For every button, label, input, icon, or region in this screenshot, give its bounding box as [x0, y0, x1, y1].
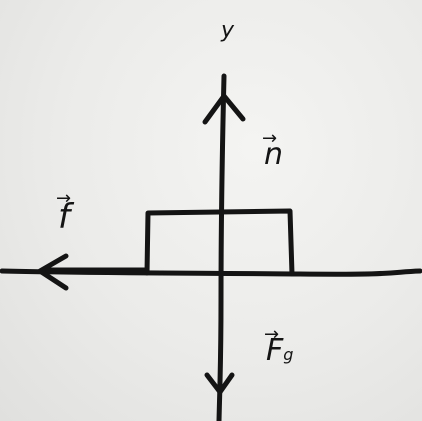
force-subscript: g [283, 345, 294, 364]
vector-arrow: → [264, 324, 279, 345]
force-label-normal: → n [262, 130, 284, 172]
vector-arrow: → [56, 188, 71, 209]
normal-force-arrowhead [202, 93, 246, 125]
force-symbol: F [266, 333, 284, 368]
axis-label-y: y [221, 18, 235, 43]
force-label-gravity: → Fg [264, 326, 294, 368]
force-symbol: n [264, 137, 284, 172]
vertical-axis [216, 73, 227, 421]
block [144, 208, 295, 277]
vector-arrow: → [262, 128, 277, 149]
force-symbol: f [58, 197, 70, 237]
friction-force-arrowhead [37, 253, 69, 291]
force-label-friction: → f [56, 190, 71, 237]
gravity-force-arrowhead [204, 372, 235, 395]
